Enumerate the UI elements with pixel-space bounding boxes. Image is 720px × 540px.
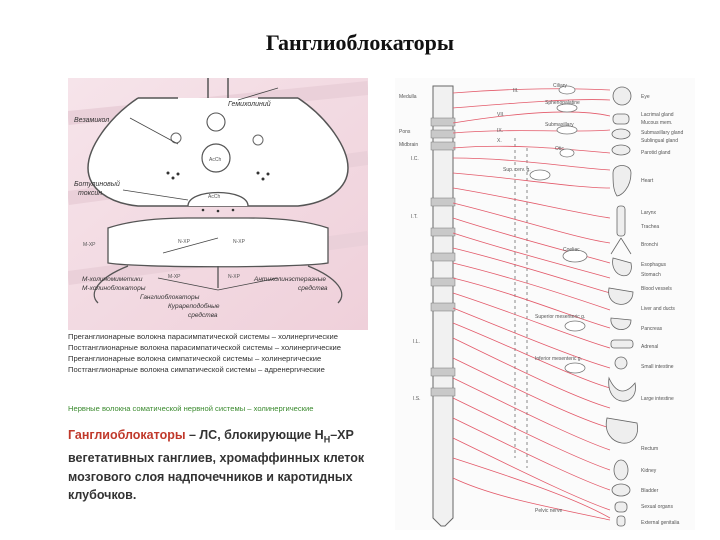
svg-text:Sexual organs: Sexual organs [641, 504, 673, 510]
svg-text:N-ХР: N-ХР [178, 239, 191, 245]
svg-text:External genitalia: External genitalia [641, 520, 680, 526]
definition-text-end: –ХР [330, 428, 354, 442]
label-curare: Курареподобные [168, 302, 220, 310]
definition-term: Ганглиоблокаторы [68, 428, 186, 442]
synapse-diagram-svg: AcCh N-ХР N-ХР М-ХР М-ХР N-ХР [67, 78, 369, 330]
label-botulinum: Ботулиновый [74, 180, 120, 188]
label-m-cholinoblockers: М-холиноблокаторы [82, 284, 146, 292]
svg-text:Bronchi: Bronchi [641, 242, 658, 248]
svg-text:Parotid gland: Parotid gland [641, 150, 671, 156]
label-midbrain: Midbrain [399, 142, 418, 148]
svg-text:Trachea: Trachea [641, 224, 659, 230]
svg-text:Larynx: Larynx [641, 210, 657, 216]
note-line: Постганглионарные волокна парасимпатичес… [68, 343, 342, 352]
svg-text:Stomach: Stomach [641, 272, 661, 278]
svg-text:Submaxillary gland: Submaxillary gland [641, 130, 683, 136]
svg-text:Ciliary: Ciliary [553, 83, 567, 89]
svg-text:М-ХР: М-ХР [83, 242, 96, 248]
definition-text-rest: вегетативных ганглиев, хромаффинных клет… [68, 451, 365, 502]
svg-text:Rectum: Rectum [641, 446, 658, 452]
svg-text:IX.: IX. [497, 128, 503, 134]
svg-text:Submaxillary: Submaxillary [545, 122, 574, 128]
definition-subscript: Н [323, 434, 331, 445]
note-line: Преганглионарные волокна парасимпатическ… [68, 332, 338, 341]
autonomic-nervous-system-diagram: Medulla Pons Midbrain I.C. I.T. I.L. I.S… [395, 78, 695, 530]
label-medulla: Medulla [399, 94, 417, 100]
definition-text-start: – ЛС, блокирующие Н [185, 428, 324, 442]
svg-text:III.: III. [513, 88, 519, 94]
note-line: Преганглионарные волокна симпатической с… [68, 354, 322, 363]
svg-text:N-ХР: N-ХР [233, 239, 246, 245]
svg-text:Blood vessels: Blood vessels [641, 286, 672, 292]
label-m-cholinomimetics: М-холиномиметики [82, 276, 143, 283]
label-pons: Pons [399, 129, 411, 135]
nerve-fibers [452, 88, 611, 521]
definition-paragraph: Ганглиоблокаторы – ЛС, блокирующие НН–ХР… [68, 426, 388, 505]
page-title: Ганглиоблокаторы [265, 30, 455, 55]
svg-text:N-ХР: N-ХР [228, 274, 241, 280]
synapse-diagram: AcCh N-ХР N-ХР М-ХР М-ХР N-ХР [67, 78, 369, 330]
label-is: I.S. [413, 396, 421, 402]
svg-text:Coeliac: Coeliac [563, 247, 580, 253]
svg-text:Esophagus: Esophagus [641, 262, 667, 268]
somatic-note: Нервные волокна соматической нервной сис… [68, 404, 314, 413]
svg-text:Small intestine: Small intestine [641, 364, 674, 370]
vesicle [206, 112, 226, 132]
svg-text:токсин: токсин [78, 190, 102, 197]
svg-text:М-ХР: М-ХР [168, 274, 181, 280]
svg-text:VII.: VII. [497, 112, 505, 118]
svg-text:Mucous mem.: Mucous mem. [641, 120, 672, 126]
svg-text:средства: средства [298, 284, 328, 292]
svg-text:Inferior mesenteric g.: Inferior mesenteric g. [535, 356, 582, 362]
ans-diagram-svg: Medulla Pons Midbrain I.C. I.T. I.L. I.S… [399, 83, 683, 527]
svg-text:Sphenopalatine: Sphenopalatine [545, 100, 580, 106]
svg-text:средства: средства [188, 311, 218, 319]
svg-text:Pelvic nerve: Pelvic nerve [535, 508, 562, 514]
svg-text:Bladder: Bladder [641, 488, 659, 494]
label-hemicholinium: Гемихолиний [228, 100, 271, 108]
vesicle [201, 143, 231, 173]
svg-text:Large intestine: Large intestine [641, 396, 674, 402]
svg-text:Eye: Eye [641, 94, 650, 100]
label-anticholinesterase: Антихолинэстеразные [253, 276, 326, 283]
svg-text:Sup. cerv. g.: Sup. cerv. g. [503, 167, 531, 173]
label-il: I.L. [413, 339, 420, 345]
svg-text:Lacrimal gland: Lacrimal gland [641, 112, 674, 118]
svg-text:Adrenal: Adrenal [641, 344, 658, 350]
label-vesamicol: Везамикол [74, 117, 109, 124]
svg-text:Otic: Otic [555, 146, 564, 152]
svg-text:AcCh: AcCh [209, 157, 221, 163]
postsynaptic-cell [107, 217, 329, 268]
organ-labels: Eye Lacrimal gland Mucous mem. Submaxill… [641, 94, 683, 526]
svg-text:Pancreas: Pancreas [641, 326, 663, 332]
svg-text:Sublingual gland: Sublingual gland [641, 138, 678, 144]
svg-text:Heart: Heart [641, 178, 654, 184]
note-line: Постганглионарные волокна симпатической … [68, 365, 325, 374]
svg-text:Kidney: Kidney [641, 468, 657, 474]
label-ic: I.C. [411, 156, 419, 162]
svg-text:AcCh: AcCh [208, 194, 220, 200]
label-it: I.T. [411, 214, 418, 220]
label-ganglioblockers: Ганглиоблокаторы [140, 293, 200, 301]
organs [605, 86, 638, 527]
fiber-notes: Преганглионарные волокна парасимпатическ… [68, 331, 388, 375]
svg-text:X.: X. [497, 138, 502, 144]
svg-text:Liver and ducts: Liver and ducts [641, 306, 675, 312]
svg-text:Superior mesenteric g.: Superior mesenteric g. [535, 314, 585, 320]
